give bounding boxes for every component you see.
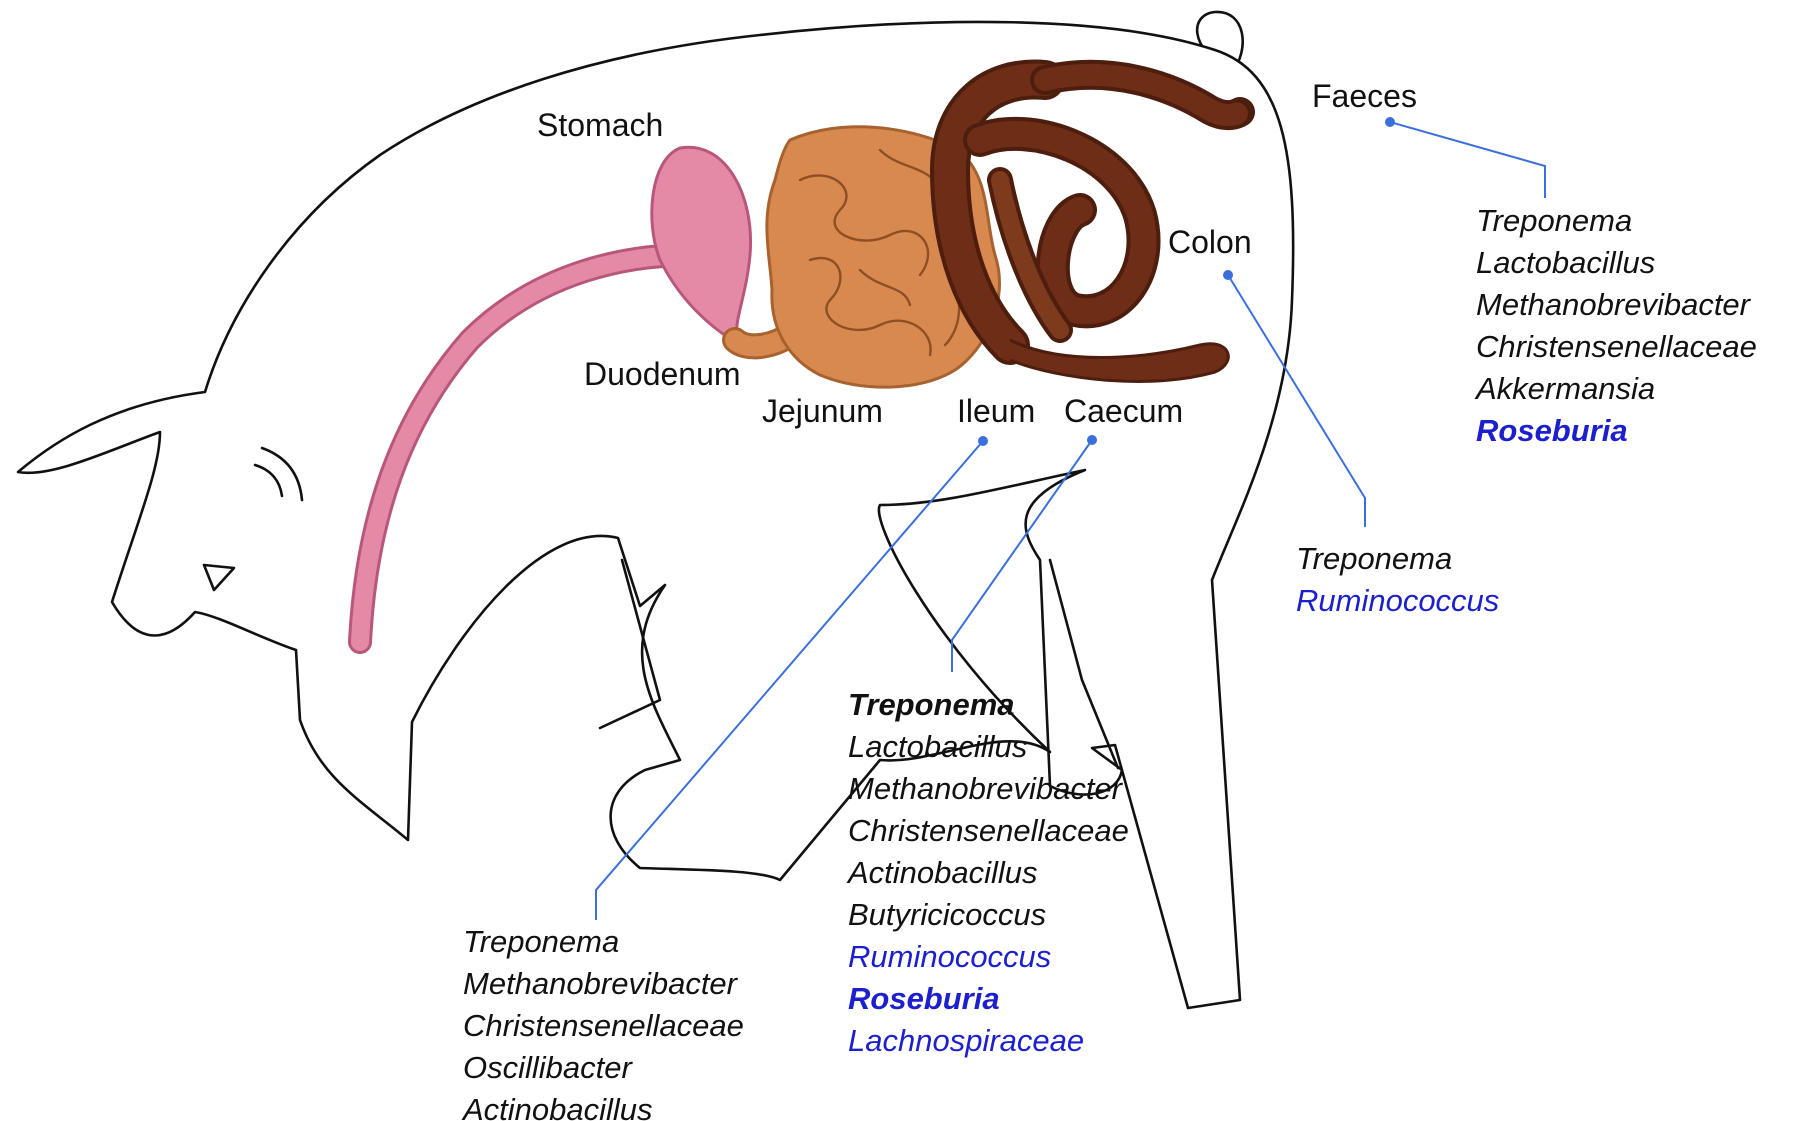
ileum-taxon-item: Oscillibacter <box>463 1050 633 1085</box>
label-colon: Colon <box>1168 224 1252 260</box>
label-stomach: Stomach <box>537 107 663 143</box>
caecum-taxon-item: Actinobacillus <box>846 855 1038 890</box>
label-faeces: Faeces <box>1312 78 1417 114</box>
faeces-taxon-item: Roseburia <box>1476 413 1628 448</box>
ileum-taxon-item: Methanobrevibacter <box>463 966 739 1001</box>
faeces-taxon-item: Christensenellaceae <box>1476 329 1757 364</box>
caecum-taxon-item: Roseburia <box>848 981 1000 1016</box>
faeces-dot <box>1385 117 1395 127</box>
caecum-taxon-item: Christensenellaceae <box>848 813 1129 848</box>
faeces-taxon-item: Methanobrevibacter <box>1476 287 1752 322</box>
caecum-taxon-item: Ruminococcus <box>848 939 1051 974</box>
colon-dot <box>1223 270 1233 280</box>
colon-taxon-item: Treponema <box>1296 541 1452 576</box>
caecum-taxon-item: Lachnospiraceae <box>848 1023 1084 1058</box>
caecum-taxon-item: Butyricicoccus <box>848 897 1046 932</box>
ileum-dot <box>978 436 988 446</box>
faeces-taxon-item: Treponema <box>1476 203 1632 238</box>
label-jejunum: Jejunum <box>762 393 883 429</box>
caecum-dot <box>1087 435 1097 445</box>
faeces-leader <box>1390 122 1545 198</box>
label-duodenum: Duodenum <box>584 356 741 392</box>
taxa-list-ileum: TreponemaMethanobrevibacterChristensenel… <box>461 924 744 1121</box>
ileum-taxon-item: Treponema <box>463 924 619 959</box>
faeces-taxon-item: Lactobacillus <box>1476 245 1655 280</box>
colon-taxon-item: Ruminococcus <box>1296 583 1499 618</box>
caecum-taxon-item: Lactobacillus <box>848 729 1027 764</box>
caecum-taxon-item: Treponema <box>848 687 1015 722</box>
taxa-list-faeces: TreponemaLactobacillusMethanobrevibacter… <box>1474 203 1757 448</box>
label-ileum: Ileum <box>957 393 1035 429</box>
ileum-taxon-item: Actinobacillus <box>461 1092 653 1121</box>
caecum-taxon-item: Methanobrevibacter <box>848 771 1124 806</box>
faeces-taxon-item: Akkermansia <box>1474 371 1655 406</box>
label-caecum: Caecum <box>1064 393 1183 429</box>
ileum-taxon-item: Christensenellaceae <box>463 1008 744 1043</box>
